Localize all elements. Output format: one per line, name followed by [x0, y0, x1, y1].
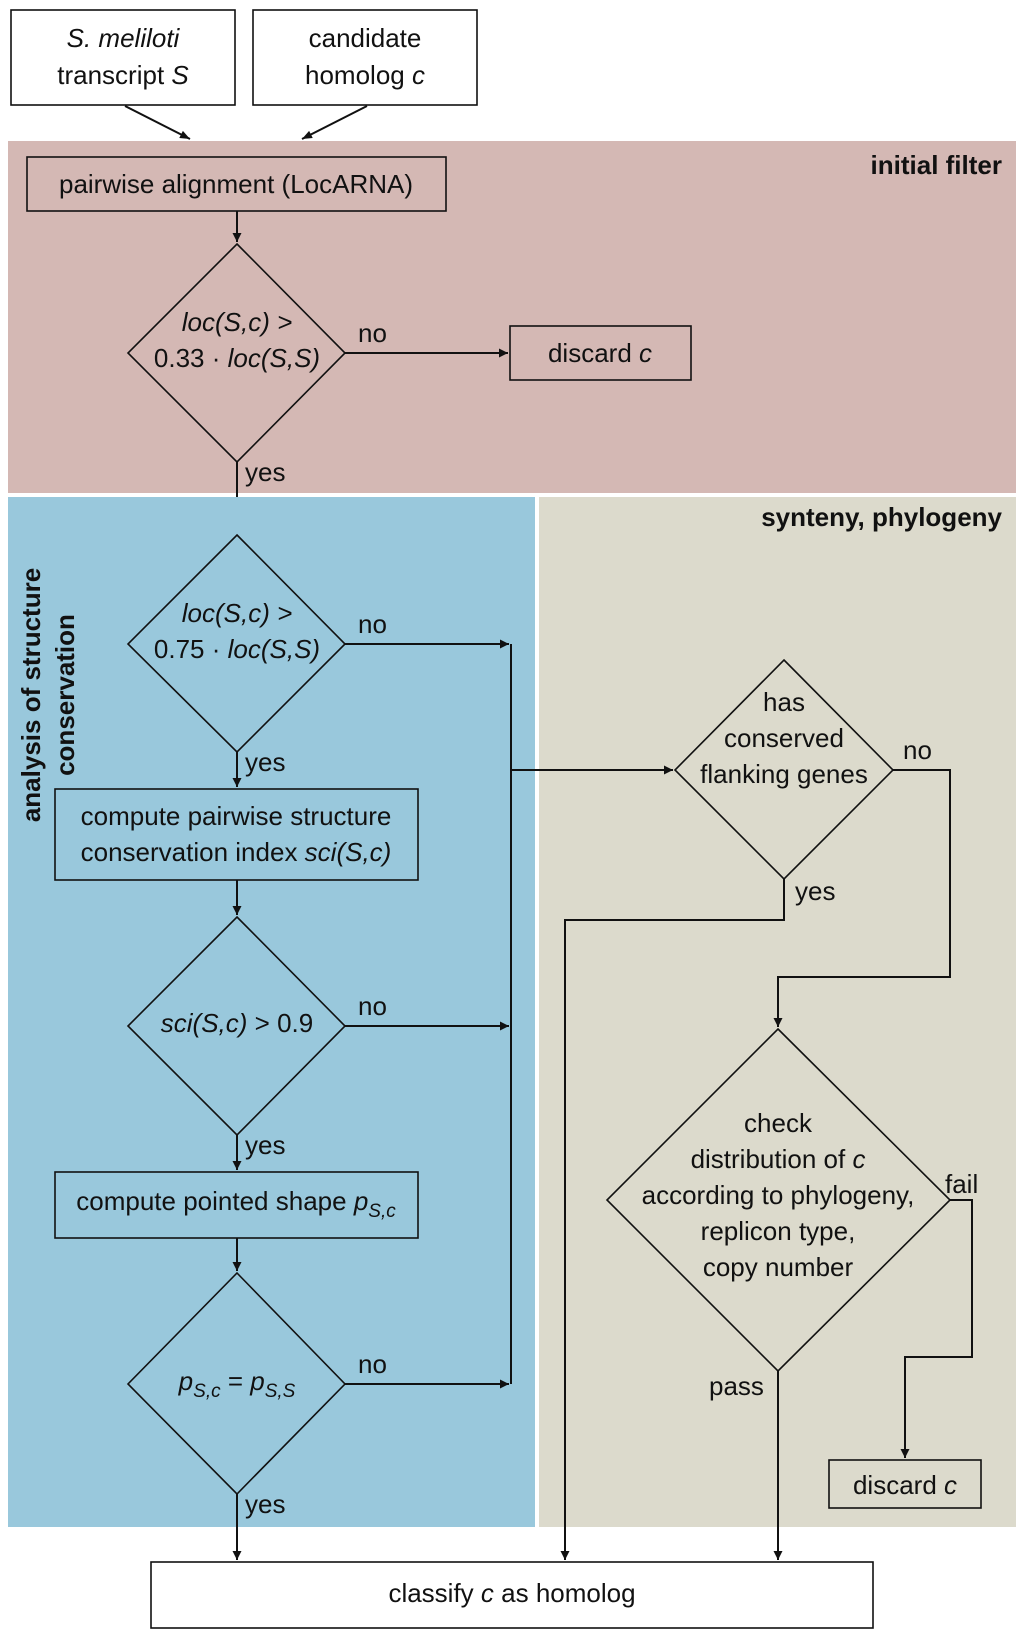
loc-threshold-033-decision: loc(S,c) > 0.33 · loc(S,S)	[126, 242, 347, 464]
arrow-distribution-fail-discard	[900, 1199, 973, 1458]
structure-conservation-title: analysis of structure conservation	[16, 568, 80, 822]
svg-text:conserved: conserved	[724, 723, 844, 753]
svg-text:classify c as homolog: classify c as homolog	[388, 1578, 635, 1608]
classify-homolog-box: classify c as homolog	[150, 1561, 874, 1629]
structure-conservation-region	[8, 497, 535, 1527]
svg-text:discard c: discard c	[853, 1470, 957, 1500]
svg-text:has: has	[763, 687, 805, 717]
discard-box-initial: discard c	[509, 325, 692, 381]
label-loc1-yes: yes	[245, 457, 285, 487]
label-loc2-yes: yes	[245, 747, 285, 777]
svg-text:pairwise alignment (LocARNA): pairwise alignment (LocARNA)	[59, 169, 413, 199]
svg-text:S. meliloti: S. meliloti	[67, 23, 181, 53]
svg-text:discard c: discard c	[548, 338, 652, 368]
arrow-flanking-yes-classify	[560, 879, 785, 1560]
svg-text:homolog c: homolog c	[305, 60, 425, 90]
label-flanking-no: no	[903, 735, 932, 765]
svg-text:sci(S,c) > 0.9: sci(S,c) > 0.9	[161, 1008, 313, 1038]
loc-threshold-075-decision: loc(S,c) > 0.75 · loc(S,S)	[126, 533, 347, 754]
svg-text:pS,c = pS,S: pS,c = pS,S	[178, 1366, 296, 1402]
distribution-check-decision: check distribution of c according to phy…	[605, 1027, 952, 1373]
svg-text:loc(S,c) >: loc(S,c) >	[182, 598, 293, 628]
svg-text:0.75 · loc(S,S): 0.75 · loc(S,S)	[154, 634, 320, 664]
arrow-flanking-no-distribution	[773, 769, 951, 1027]
svg-text:analysis of structure: analysis of structure	[16, 568, 46, 822]
svg-text:replicon type,: replicon type,	[701, 1216, 856, 1246]
label-loc1-no: no	[358, 318, 387, 348]
conserved-flanking-genes-decision: has conserved flanking genes	[673, 658, 895, 881]
svg-text:check: check	[744, 1108, 813, 1138]
initial-filter-region	[8, 141, 1016, 493]
svg-text:0.33 · loc(S,S): 0.33 · loc(S,S)	[154, 343, 320, 373]
label-distribution-fail: fail	[945, 1169, 978, 1199]
arrow-candidate-to-alignment	[301, 105, 368, 140]
arrow-transcript-to-alignment	[124, 105, 191, 140]
label-shape-no: no	[358, 1349, 387, 1379]
svg-text:copy number: copy number	[703, 1252, 854, 1282]
svg-text:distribution of c: distribution of c	[691, 1144, 866, 1174]
label-flanking-yes: yes	[795, 876, 835, 906]
label-shape-yes: yes	[245, 1489, 285, 1519]
svg-text:compute pointed shape pS,c: compute pointed shape pS,c	[76, 1186, 396, 1222]
compute-sci-box: compute pairwise structure conservation …	[54, 788, 419, 881]
connectors	[124, 105, 973, 1560]
initial-filter-title: initial filter	[871, 150, 1002, 180]
svg-text:conservation: conservation	[50, 614, 80, 776]
candidate-input-box: candidate homolog c	[252, 9, 478, 106]
transcript-input-box: S. meliloti transcript S	[10, 9, 236, 106]
synteny-phylogeny-title: synteny, phylogeny	[761, 502, 1002, 532]
svg-text:transcript S: transcript S	[57, 60, 189, 90]
label-distribution-pass: pass	[709, 1371, 764, 1401]
label-loc2-no: no	[358, 609, 387, 639]
svg-text:candidate: candidate	[309, 23, 422, 53]
svg-text:according to phylogeny,: according to phylogeny,	[642, 1180, 915, 1210]
discard-box-phylogeny: discard c	[828, 1459, 982, 1509]
svg-text:compute pairwise structure: compute pairwise structure	[81, 801, 392, 831]
shape-equality-decision: pS,c = pS,S	[126, 1271, 347, 1496]
svg-text:flanking genes: flanking genes	[700, 759, 868, 789]
label-sci-yes: yes	[245, 1130, 285, 1160]
svg-text:conservation index sci(S,c): conservation index sci(S,c)	[81, 837, 392, 867]
svg-text:loc(S,c) >: loc(S,c) >	[182, 307, 293, 337]
label-sci-no: no	[358, 991, 387, 1021]
